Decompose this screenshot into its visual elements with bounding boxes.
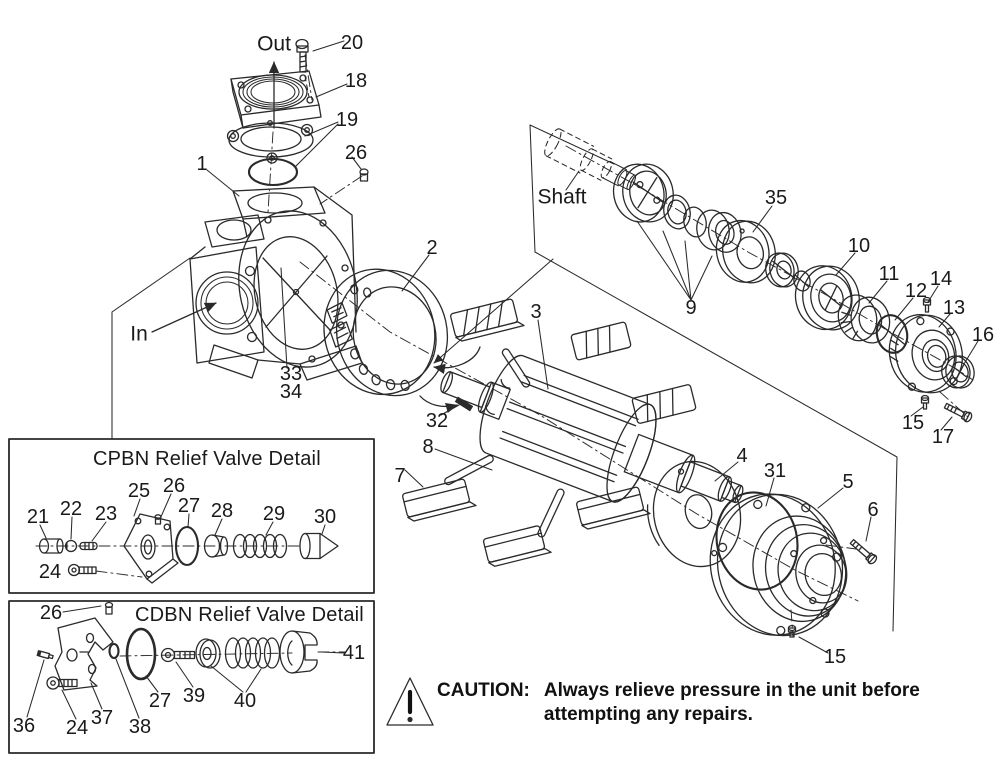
vane-part-7 [402,478,477,522]
caution-line-1: Always relieve pressure in the unit befo… [543,680,920,701]
cap-part-41 [279,630,318,674]
ball-part-22 [64,539,78,553]
cpbn-parts [38,513,339,584]
o-ring-part-19 [247,157,299,187]
disc-part-4 [646,460,742,568]
cdbn-inset-title: CDBN Relief Valve Detail [135,604,364,626]
screw-part-39 [160,647,196,663]
flow-arrows [151,61,554,413]
key-part-32 [454,396,474,412]
grease-fitting-part-26 [359,168,369,182]
gasket-part-19 [226,120,314,164]
pin-part-23 [79,541,98,551]
push-rod-8a [501,348,531,388]
bearing-cap-part-13 [888,314,963,394]
push-rod-8c [537,488,565,538]
group-boundary-lines [111,124,898,632]
bearing-part-11 [837,294,891,344]
liner-part-2 [323,268,449,397]
vanes-and-rods [402,298,697,567]
screw-part-14 [922,296,932,313]
push-rod-8b [444,454,494,486]
warning-triangle-icon [386,677,434,726]
caution-note: CAUTION: Always relieve pressure in the … [437,679,920,727]
washer-part-35 [715,219,776,284]
vane-striped-c [631,384,697,424]
valve-body-part-37 [54,617,114,691]
o-ring-part-27-cpbn [174,525,200,567]
lip-seal-part-10 [794,265,860,331]
screw-part-24-cpbn [67,563,97,577]
vane-striped-a [450,298,525,342]
vane-f [576,486,651,530]
poppet-part-28 [203,534,229,558]
seal-stack-part-9 [612,163,811,292]
cap-part-16 [941,355,975,389]
caution-body: Always relieve pressure in the unit befo… [544,679,920,727]
seal-cup [696,209,742,253]
assembly-axis-arrow [433,258,554,364]
cpbn-inset-title: CPBN Relief Valve Detail [93,448,321,470]
bolt-part-20 [295,38,310,98]
spring-part-29 [232,533,288,559]
piston-part-21 [38,538,64,554]
rotation-arrow-lower [419,395,458,413]
cpbn-inset-box [8,438,375,594]
screw-part-6 [849,538,878,565]
seal-cartridge [612,163,674,223]
plug-part-15-bottom [787,624,797,638]
screw-part-36 [36,650,54,660]
outlet-flange-part-18 [230,70,322,129]
o-ring-part-27-cdbn [125,627,157,681]
caution-prefix: CAUTION: [437,680,530,701]
fitting-part-26-cpbn [154,514,162,525]
vent-plug-part-15 [920,394,930,410]
caution-line-2: attempting any repairs. [543,704,753,725]
vane-e [482,525,552,567]
fitting-part-26-cdbn [104,601,114,615]
vane-striped-b [570,321,632,361]
screw-part-17 [943,402,973,423]
o-ring-part-38 [108,642,120,660]
seal-ring-a [663,194,691,230]
leader-lines [26,40,979,720]
screw-part-24-cdbn [46,676,78,690]
seat-washer-part-40a [195,638,221,669]
cdbn-parts [36,601,318,691]
cdbn-inset-box [8,600,375,754]
washer-small [765,252,799,288]
cone-part-30 [299,532,339,560]
pump-casing-part-1 [189,186,363,381]
ring-tiny [793,270,811,292]
rotor-part-3 [440,354,744,504]
centerlines [35,54,974,657]
in-arrow [151,302,217,333]
valve-body-part-25 [123,513,179,584]
head-part-5 [709,493,848,637]
